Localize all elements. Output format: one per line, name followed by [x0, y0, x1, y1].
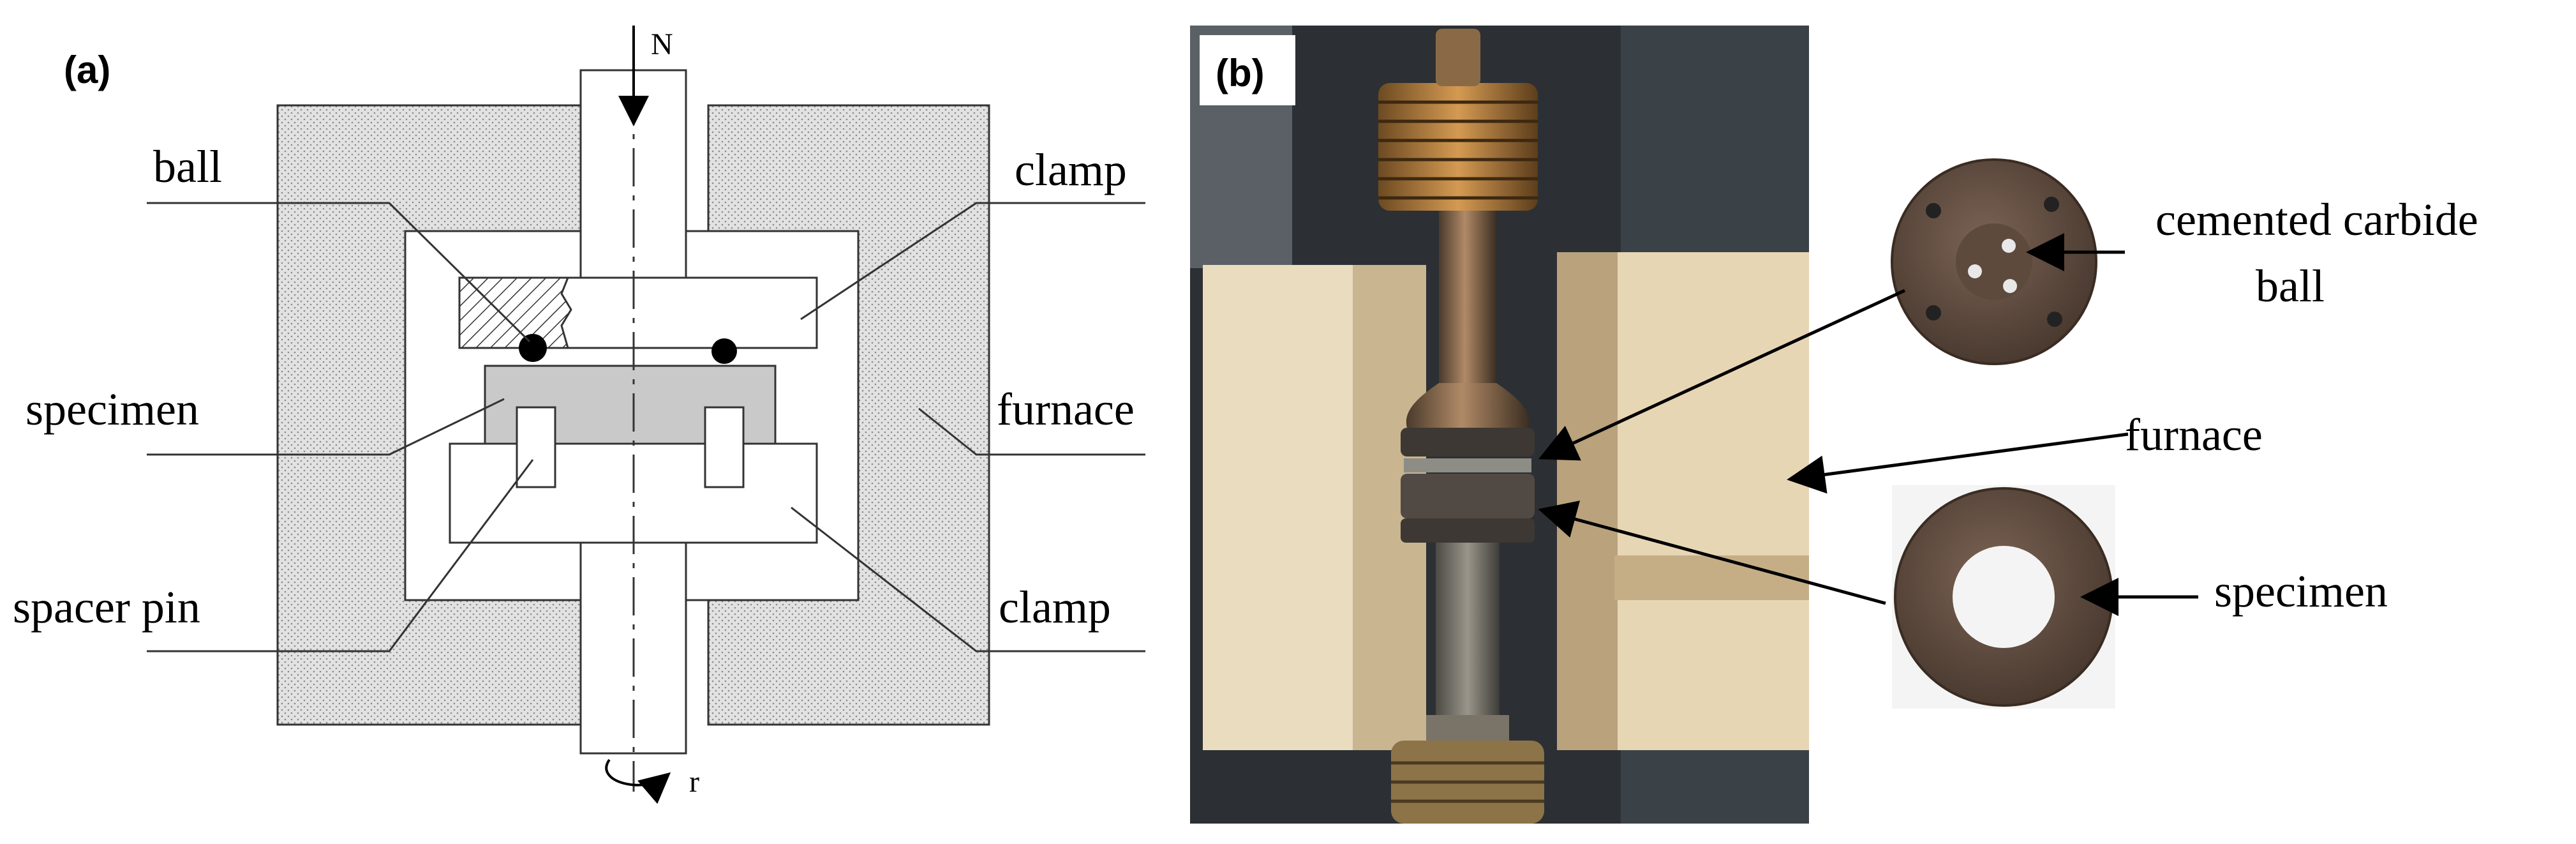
label-specimen: specimen [26, 384, 199, 435]
ball-left [519, 334, 547, 362]
inset-specimen [1892, 485, 2115, 709]
upper-clamp-hatched-section [458, 276, 572, 349]
arrow-to-furnace [1787, 432, 2129, 494]
photo-furnace-right-face [1557, 252, 1618, 750]
panel-b-arrows [1538, 233, 2198, 616]
photo-upper-disc [1401, 428, 1535, 456]
photo-shaft-collar [1426, 715, 1509, 741]
panel-a-tag: (a) [64, 49, 110, 91]
panel-a-schematic: (a) N r [13, 26, 1145, 804]
spacer-pin-right [704, 406, 745, 488]
leader-clamp-bottom [791, 506, 1145, 652]
rotation-arrow [605, 758, 671, 804]
label-furnace-photo: furnace [2125, 409, 2263, 460]
photo-coil [1378, 29, 1538, 211]
photo-lower-shaft [1436, 543, 1500, 734]
arrow-ball-to-photo [1538, 289, 1906, 461]
spacer-pin-left [516, 406, 556, 488]
photo-specimen-disc [1401, 474, 1535, 518]
arrow-specimen-to-photo [1538, 501, 1886, 605]
inset-carbide-ball-3 [2003, 279, 2017, 293]
ball-right [711, 338, 737, 364]
photo-furnace-ledge [1614, 555, 1809, 600]
inset-ball-holder [1891, 158, 2097, 365]
leader-clamp-top [800, 202, 1145, 320]
leader-ball [147, 202, 531, 343]
panel-a-leaders [147, 202, 1145, 652]
leader-specimen [147, 398, 505, 456]
photo-lower-disc [1401, 518, 1535, 543]
label-specimen-photo: specimen [2214, 566, 2388, 617]
leader-furnace [918, 407, 1145, 456]
load-symbol: N [651, 27, 673, 61]
rotation-symbol: r [689, 765, 699, 799]
leader-spacer-pin [147, 459, 534, 652]
label-clamp-top: clamp [1015, 144, 1127, 195]
label-ball: ball [153, 141, 222, 192]
label-clamp-bottom: clamp [999, 582, 1111, 633]
label-furnace: furnace [997, 384, 1135, 435]
panel-b-photo: (b) cemented carbide [1190, 26, 2478, 824]
label-carbide-ball: ball [2256, 260, 2325, 312]
inset-carbide-ball-2 [1968, 264, 1982, 278]
panel-b-tag-box [1200, 35, 1295, 105]
label-spacer-pin: spacer pin [13, 582, 200, 633]
photo-disc-gap [1404, 458, 1531, 472]
photo-base-coil-lines [1391, 761, 1544, 803]
photo-shaft-flare [1406, 383, 1530, 428]
label-cemented-carbide: cemented carbide [2155, 194, 2478, 245]
panel-b-tag: (b) [1216, 52, 1265, 94]
inset-carbide-ball-1 [2002, 239, 2016, 253]
